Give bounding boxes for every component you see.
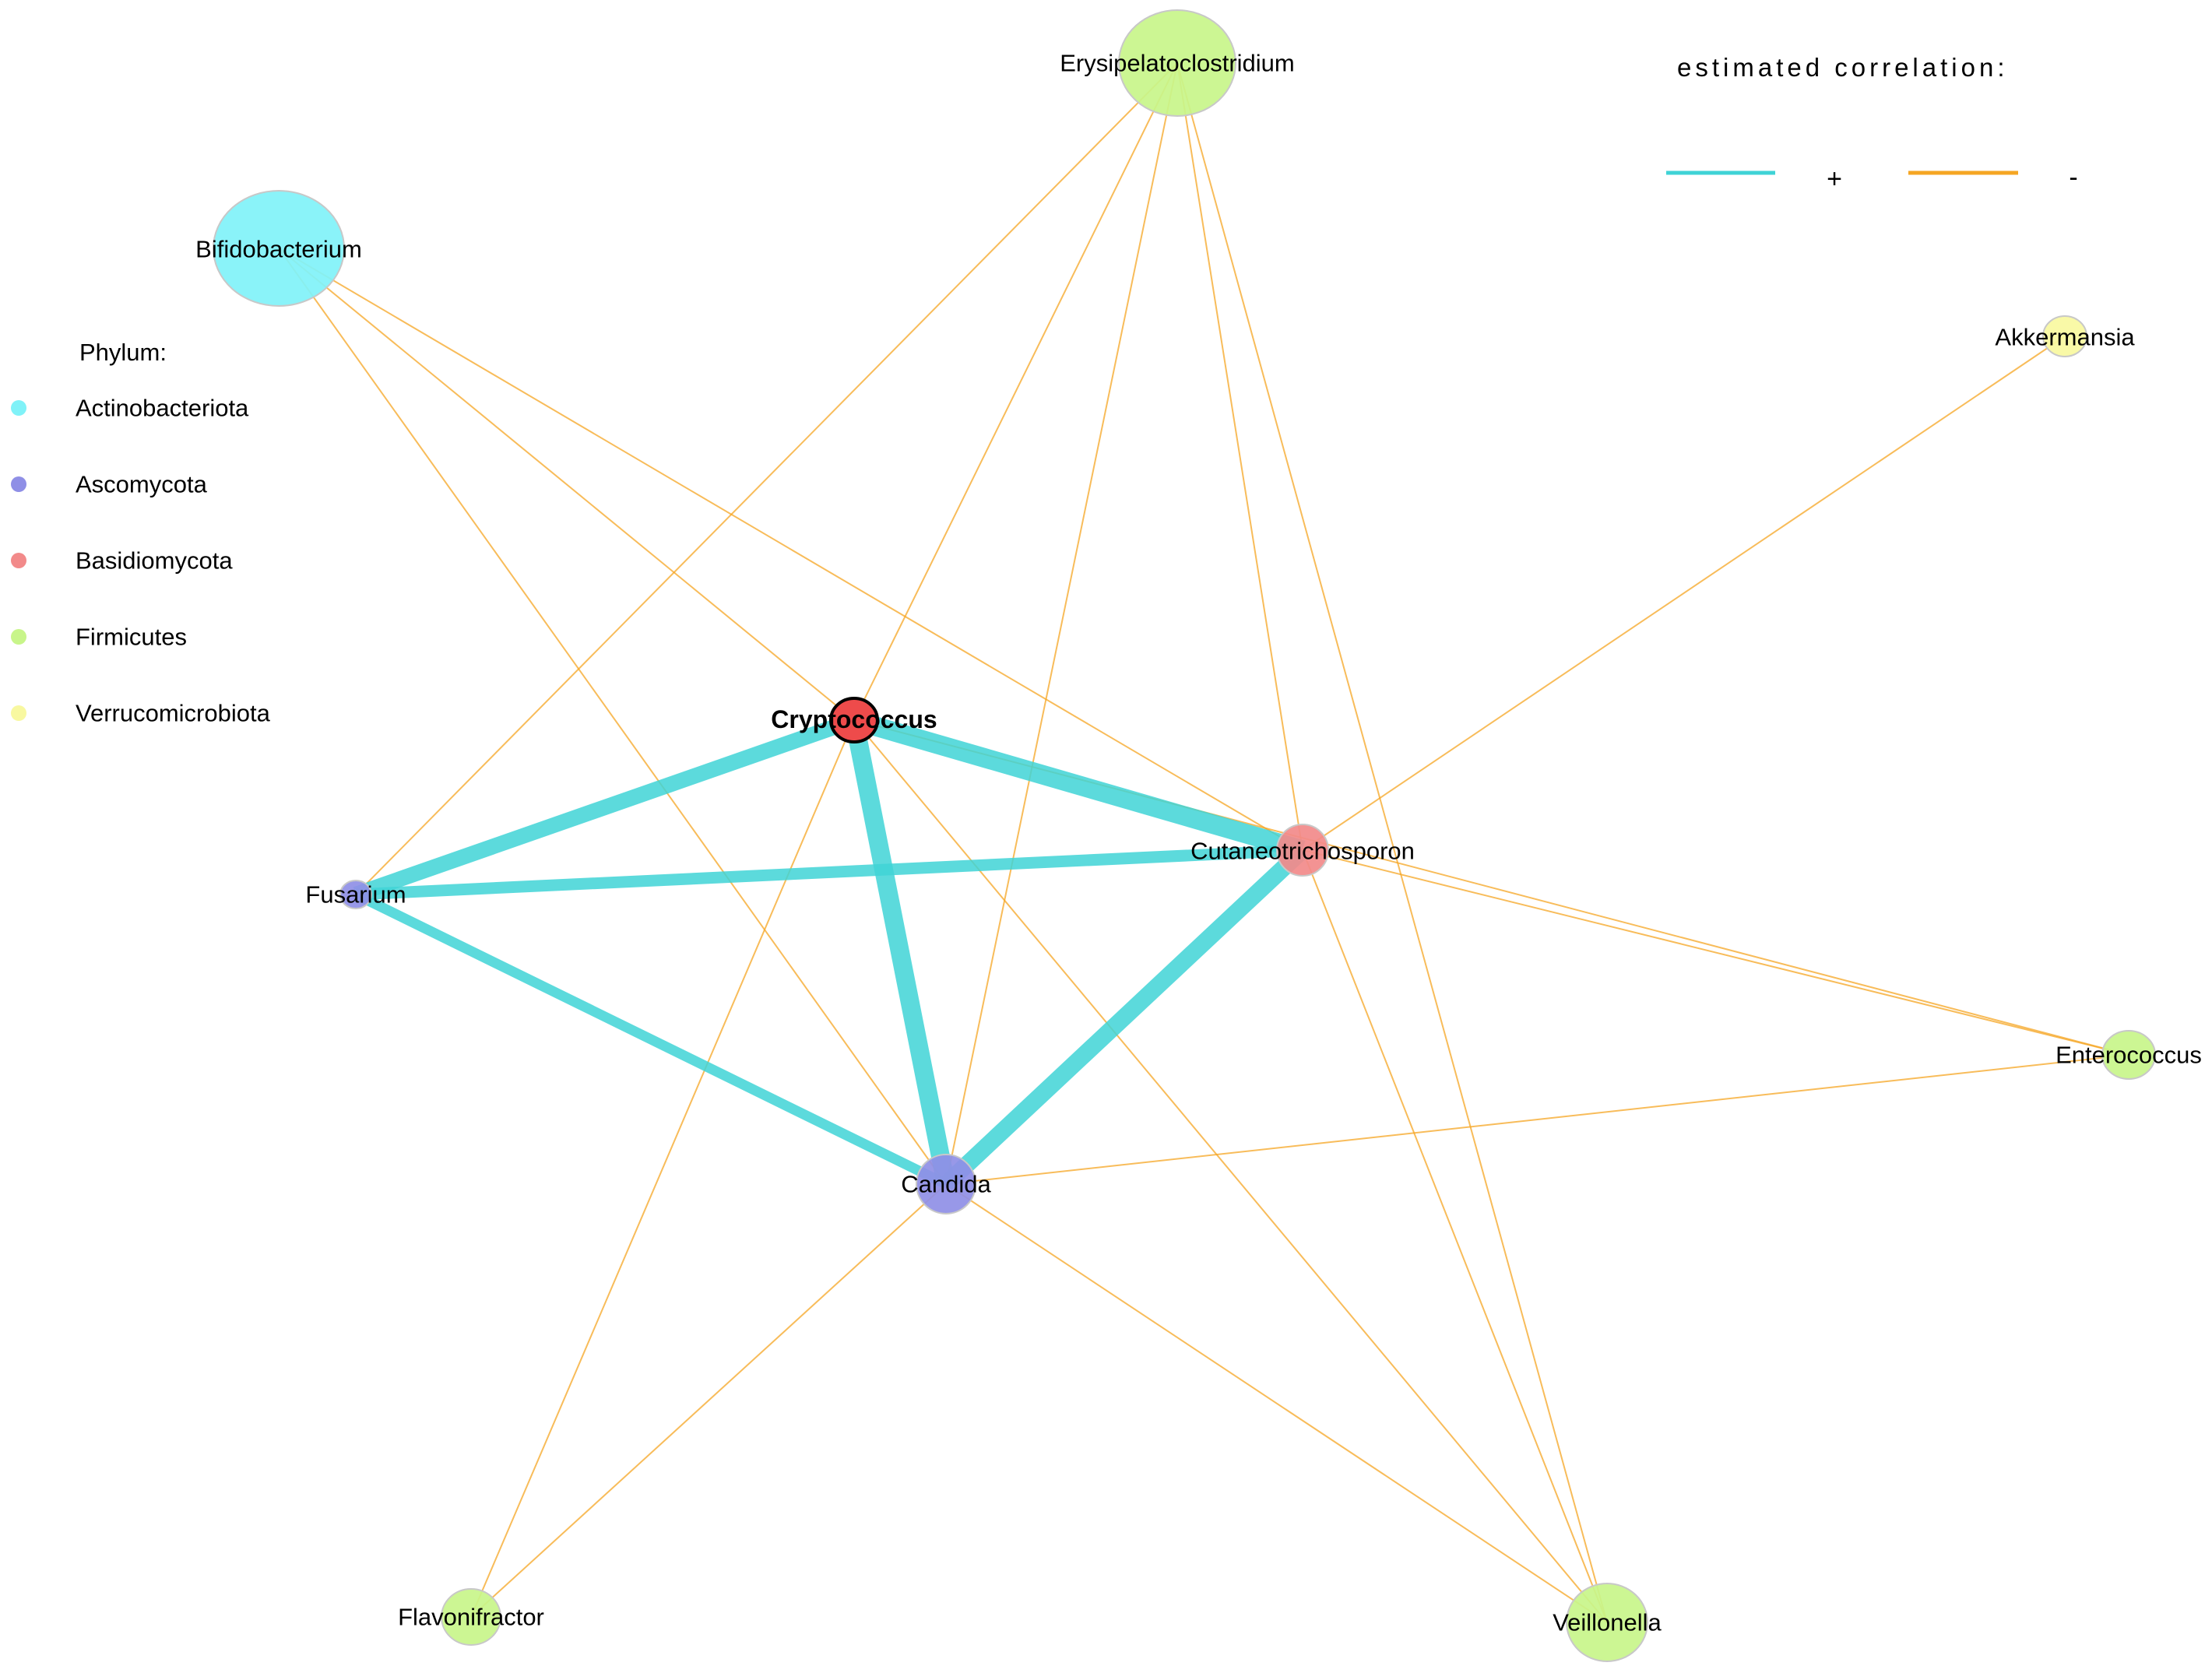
node-enterococcus[interactable] xyxy=(2101,1030,2156,1080)
node-candida[interactable] xyxy=(916,1154,976,1214)
phylum-swatch-actinobacteriota xyxy=(11,400,26,416)
node-label-candida: Candida xyxy=(901,1171,991,1198)
edge-candida-flavonifractor-negative xyxy=(470,1183,947,1618)
correlation-legend: estimated correlation: + - xyxy=(1666,53,2078,194)
edge-fusarium-cutaneotrichosporon-positive xyxy=(355,844,1303,901)
edge-cutaneotrichosporon-veillonella-negative xyxy=(1302,849,1608,1623)
node-cryptococcus[interactable] xyxy=(829,697,879,743)
phylum-swatch-ascomycota xyxy=(11,476,26,492)
edge-cryptococcus-fusarium-positive xyxy=(353,712,857,902)
edge-erysipelatoclostridium-cryptococcus-negative xyxy=(853,62,1178,721)
edge-candida-enterococcus-negative xyxy=(945,1054,2129,1185)
node-flavonifractor[interactable] xyxy=(441,1588,501,1646)
phylum-label-verrucomicrobiota: Verrucomicrobiota xyxy=(76,700,271,727)
node-veillonella[interactable] xyxy=(1566,1583,1648,1662)
node-layer xyxy=(213,9,2156,1662)
edge-layer xyxy=(278,62,2129,1623)
edge-erysipelatoclostridium-fusarium-negative xyxy=(355,62,1178,895)
node-cutaneotrichosporon[interactable] xyxy=(1276,824,1329,877)
node-label-enterococcus: Enterococcus xyxy=(2056,1042,2202,1069)
node-fusarium[interactable] xyxy=(339,880,372,909)
edge-cryptococcus-flavonifractor-negative xyxy=(470,719,855,1618)
edge-akkermansia-cutaneotrichosporon-negative xyxy=(1302,336,2066,851)
node-label-flavonifractor: Flavonifractor xyxy=(398,1604,544,1631)
phylum-label-actinobacteriota: Actinobacteriota xyxy=(76,395,249,422)
edge-bifidobacterium-cryptococcus-negative xyxy=(278,248,855,721)
node-bifidobacterium[interactable] xyxy=(213,190,345,307)
phylum-legend-title: Phylum: xyxy=(79,339,167,366)
node-label-fusarium: Fusarium xyxy=(305,881,406,909)
phylum-legend: Phylum: ActinobacteriotaAscomycotaBasidi… xyxy=(11,339,271,727)
edge-erysipelatoclostridium-cutaneotrichosporon-negative xyxy=(1176,62,1303,851)
node-label-cutaneotrichosporon: Cutaneotrichosporon xyxy=(1190,838,1415,865)
node-label-cryptococcus: Cryptococcus xyxy=(771,705,937,733)
edge-cryptococcus-cutaneotrichosporon-positive xyxy=(851,710,1306,860)
edge-cryptococcus-candida-positive xyxy=(845,718,955,1186)
edge-bifidobacterium-cutaneotrichosporon-negative xyxy=(278,248,1303,851)
node-label-erysipelatoclostridium: Erysipelatoclostridium xyxy=(1060,50,1295,77)
edge-cutaneotrichosporon-enterococcus-negative xyxy=(1302,849,2129,1056)
phylum-swatch-firmicutes xyxy=(11,629,26,645)
node-erysipelatoclostridium[interactable] xyxy=(1118,9,1236,117)
node-label-layer: ErysipelatoclostridiumBifidobacteriumAkk… xyxy=(195,50,2202,1636)
node-akkermansia[interactable] xyxy=(2042,315,2087,357)
phylum-swatch-basidiomycota xyxy=(11,553,26,568)
edge-fusarium-candida-positive xyxy=(353,890,948,1189)
edge-bifidobacterium-candida-negative xyxy=(278,248,947,1185)
edge-cutaneotrichosporon-candida-positive xyxy=(940,843,1309,1191)
edge-candida-veillonella-negative xyxy=(945,1183,1608,1623)
edge-erysipelatoclostridium-veillonella-negative xyxy=(1176,62,1608,1623)
phylum-label-basidiomycota: Basidiomycota xyxy=(76,547,233,575)
node-label-veillonella: Veillonella xyxy=(1553,1609,1662,1636)
edge-erysipelatoclostridium-candida-negative xyxy=(945,62,1178,1185)
phylum-label-firmicutes: Firmicutes xyxy=(76,624,187,651)
phylum-label-ascomycota: Ascomycota xyxy=(76,471,208,498)
negative-correlation-label: - xyxy=(2069,163,2077,192)
node-label-bifidobacterium: Bifidobacterium xyxy=(195,236,362,263)
positive-correlation-label: + xyxy=(1827,164,1842,194)
phylum-swatch-verrucomicrobiota xyxy=(11,705,26,721)
correlation-legend-title: estimated correlation: xyxy=(1677,53,2008,82)
node-label-akkermansia: Akkermansia xyxy=(1995,324,2135,351)
